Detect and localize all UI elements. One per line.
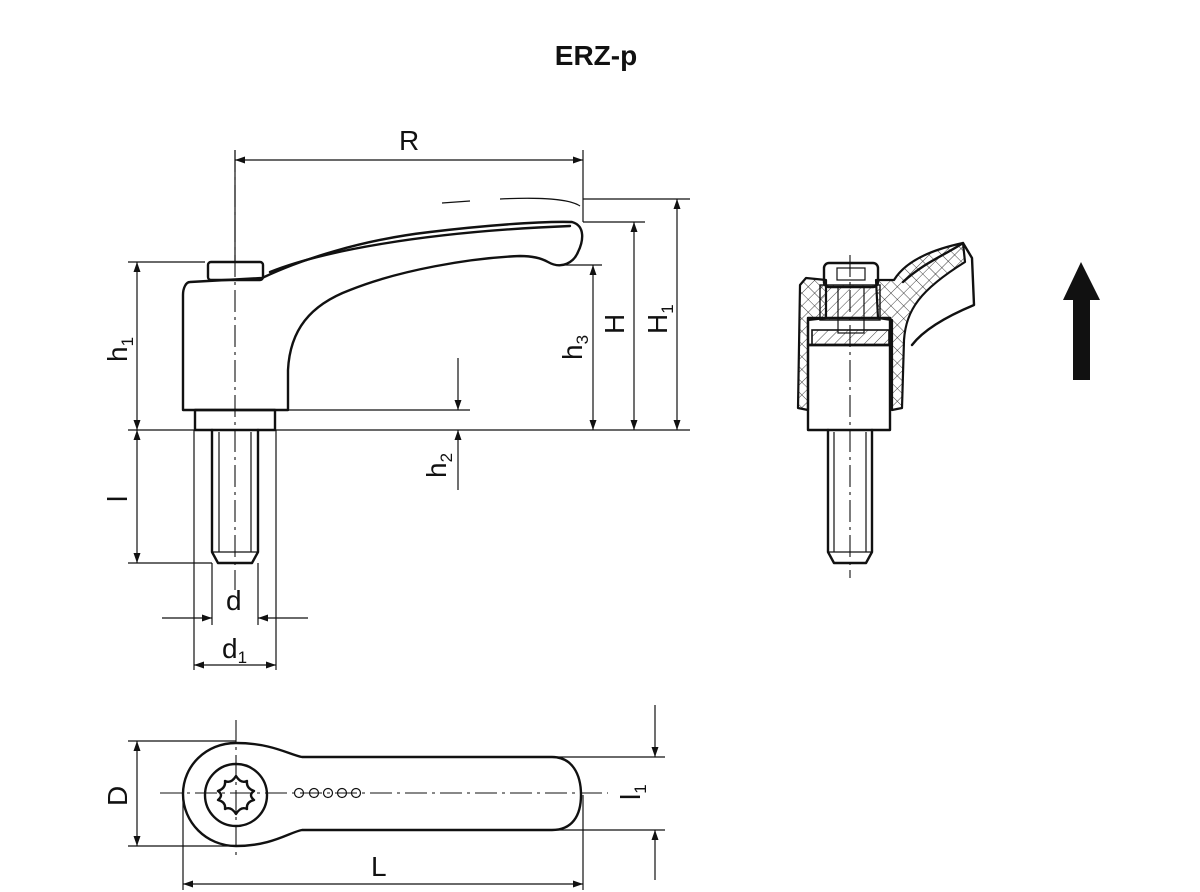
svg-text:l1: l1 <box>615 784 650 800</box>
dim-d1-label: d1 <box>222 633 247 667</box>
top-view-outline <box>181 741 583 848</box>
dim-l-label: l <box>102 496 133 502</box>
svg-text:D: D <box>102 786 133 806</box>
drawing-title: ERZ-p <box>554 40 638 71</box>
dim-l1-label: l1 <box>615 784 650 800</box>
phantom-outline-2 <box>499 197 581 207</box>
dim-H-label: H <box>599 314 630 334</box>
dim-L-label: L <box>371 851 387 882</box>
dim-d-label: d <box>226 585 242 616</box>
dim-h1-label: h1 <box>102 337 137 362</box>
dim-R-label: R <box>399 125 419 156</box>
torx-socket-icon <box>216 774 256 816</box>
svg-text:H: H <box>599 314 630 334</box>
section-view <box>796 241 976 578</box>
lever-top-line <box>268 224 572 274</box>
svg-text:H1: H1 <box>642 304 677 334</box>
dim-h2-label: h2 <box>421 453 456 478</box>
section-body <box>806 343 892 432</box>
phantom-outline <box>441 200 471 204</box>
housing-section-right <box>874 241 967 412</box>
side-view: R h1 l h2 h3 H H1 <box>102 125 690 670</box>
arrow-up-icon <box>1063 262 1100 380</box>
dim-D-label: D <box>102 786 133 806</box>
dim-h3-label: h3 <box>557 335 592 360</box>
screw-head <box>822 261 880 289</box>
lever-body <box>181 220 584 412</box>
svg-text:l: l <box>102 496 133 502</box>
svg-text:h3: h3 <box>557 335 592 360</box>
svg-text:h1: h1 <box>102 337 137 362</box>
svg-text:h2: h2 <box>421 453 456 478</box>
dim-H1-label: H1 <box>642 304 677 334</box>
housing-arm-outline <box>901 241 976 347</box>
top-view: D L l1 <box>102 705 665 890</box>
